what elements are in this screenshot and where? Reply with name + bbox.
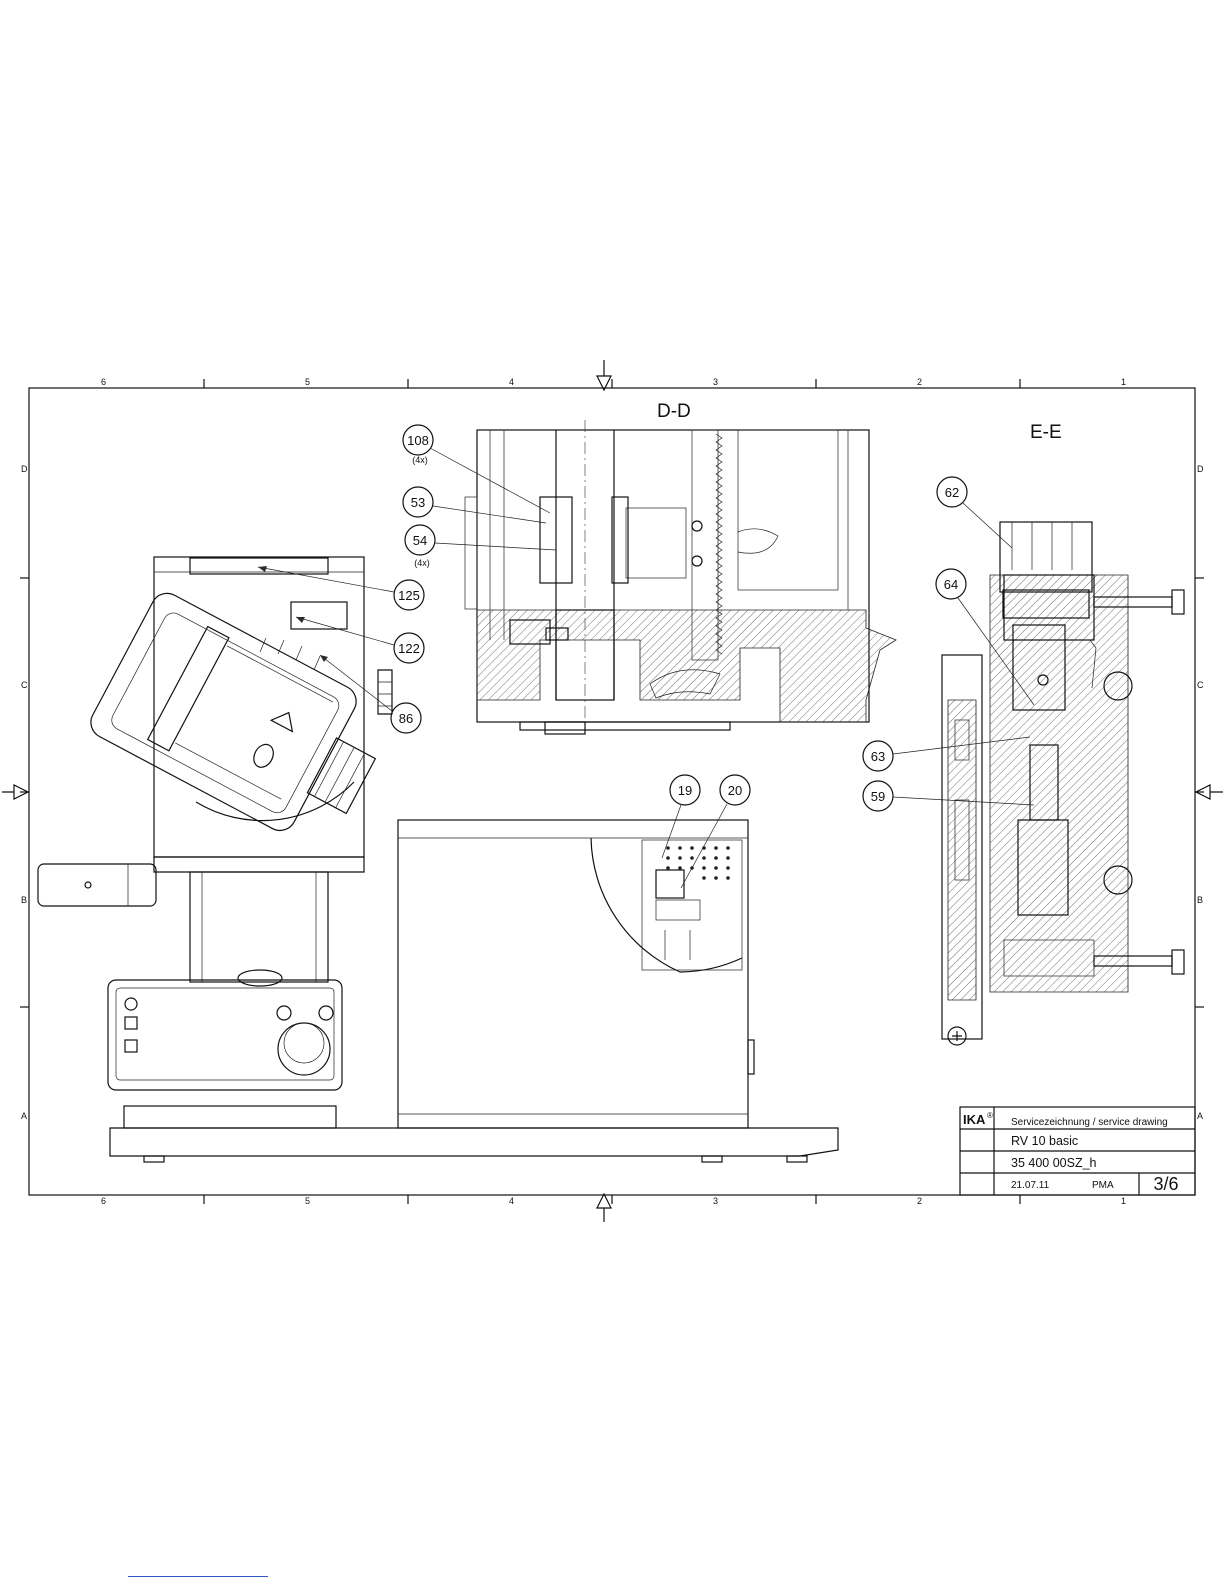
zone-row-label-left: B — [21, 895, 27, 905]
zone-col-label-bottom: 2 — [917, 1196, 922, 1206]
zone-col-label-bottom: 3 — [713, 1196, 718, 1206]
svg-text:(4x): (4x) — [412, 455, 428, 465]
zone-row-label-left: C — [21, 680, 28, 690]
registered-mark: ® — [987, 1111, 993, 1120]
section-ee-title: E-E — [1030, 422, 1062, 443]
section-dd-view: D-D — [465, 401, 896, 734]
svg-text:19: 19 — [678, 783, 692, 798]
svg-text:108: 108 — [407, 433, 429, 448]
product-name: RV 10 basic — [1011, 1134, 1078, 1148]
callout-86: 86 — [320, 655, 421, 733]
zone-col-label-top: 4 — [509, 377, 514, 387]
company-logo-text: IKA — [963, 1112, 986, 1127]
zone-col-label-top: 5 — [305, 377, 310, 387]
drawing-author: PMA — [1092, 1180, 1114, 1191]
svg-text:53: 53 — [411, 495, 425, 510]
zone-row-label-left: A — [21, 1111, 27, 1121]
svg-text:62: 62 — [945, 485, 959, 500]
svg-text:122: 122 — [398, 641, 420, 656]
zone-col-label-top: 1 — [1121, 377, 1126, 387]
zone-row-label-right: A — [1197, 1111, 1203, 1121]
zone-row-label-right: D — [1197, 464, 1204, 474]
drawing-number: 35 400 00SZ_h — [1011, 1156, 1097, 1170]
callout-53: 53 — [403, 487, 546, 523]
svg-text:(4x): (4x) — [414, 558, 430, 568]
drawing-type: Servicezeichnung / service drawing — [1011, 1117, 1168, 1128]
zone-col-label-top: 2 — [917, 377, 922, 387]
callout-125: 125 — [258, 566, 424, 610]
callout-122: 122 — [296, 617, 424, 663]
zone-col-label-bottom: 6 — [101, 1196, 106, 1206]
zone-row-label-right: B — [1197, 895, 1203, 905]
svg-text:20: 20 — [728, 783, 742, 798]
zone-col-label-top: 3 — [713, 377, 718, 387]
svg-text:63: 63 — [871, 749, 885, 764]
zone-row-label-left: D — [21, 464, 28, 474]
zone-col-label-bottom: 4 — [509, 1196, 514, 1206]
callout-54: 54 (4x) — [405, 525, 556, 568]
title-block: IKA ® Servicezeichnung / service drawing… — [960, 1107, 1195, 1195]
zone-col-label-bottom: 5 — [305, 1196, 310, 1206]
svg-text:54: 54 — [413, 533, 427, 548]
svg-text:59: 59 — [871, 789, 885, 804]
callout-19: 19 — [662, 775, 700, 858]
svg-text:64: 64 — [944, 577, 958, 592]
sheet-number: 3/6 — [1153, 1174, 1178, 1194]
zone-row-label-right: C — [1197, 680, 1204, 690]
svg-text:125: 125 — [398, 588, 420, 603]
section-dd-title: D-D — [657, 401, 691, 422]
drawing-date: 21.07.11 — [1011, 1180, 1050, 1191]
section-ee-view: E-E — [942, 422, 1184, 1045]
callout-62: 62 — [937, 477, 1012, 548]
footer-link-underline[interactable] — [128, 1576, 268, 1577]
zone-col-label-bottom: 1 — [1121, 1196, 1126, 1206]
svg-text:86: 86 — [399, 711, 413, 726]
zone-col-label-top: 6 — [101, 377, 106, 387]
